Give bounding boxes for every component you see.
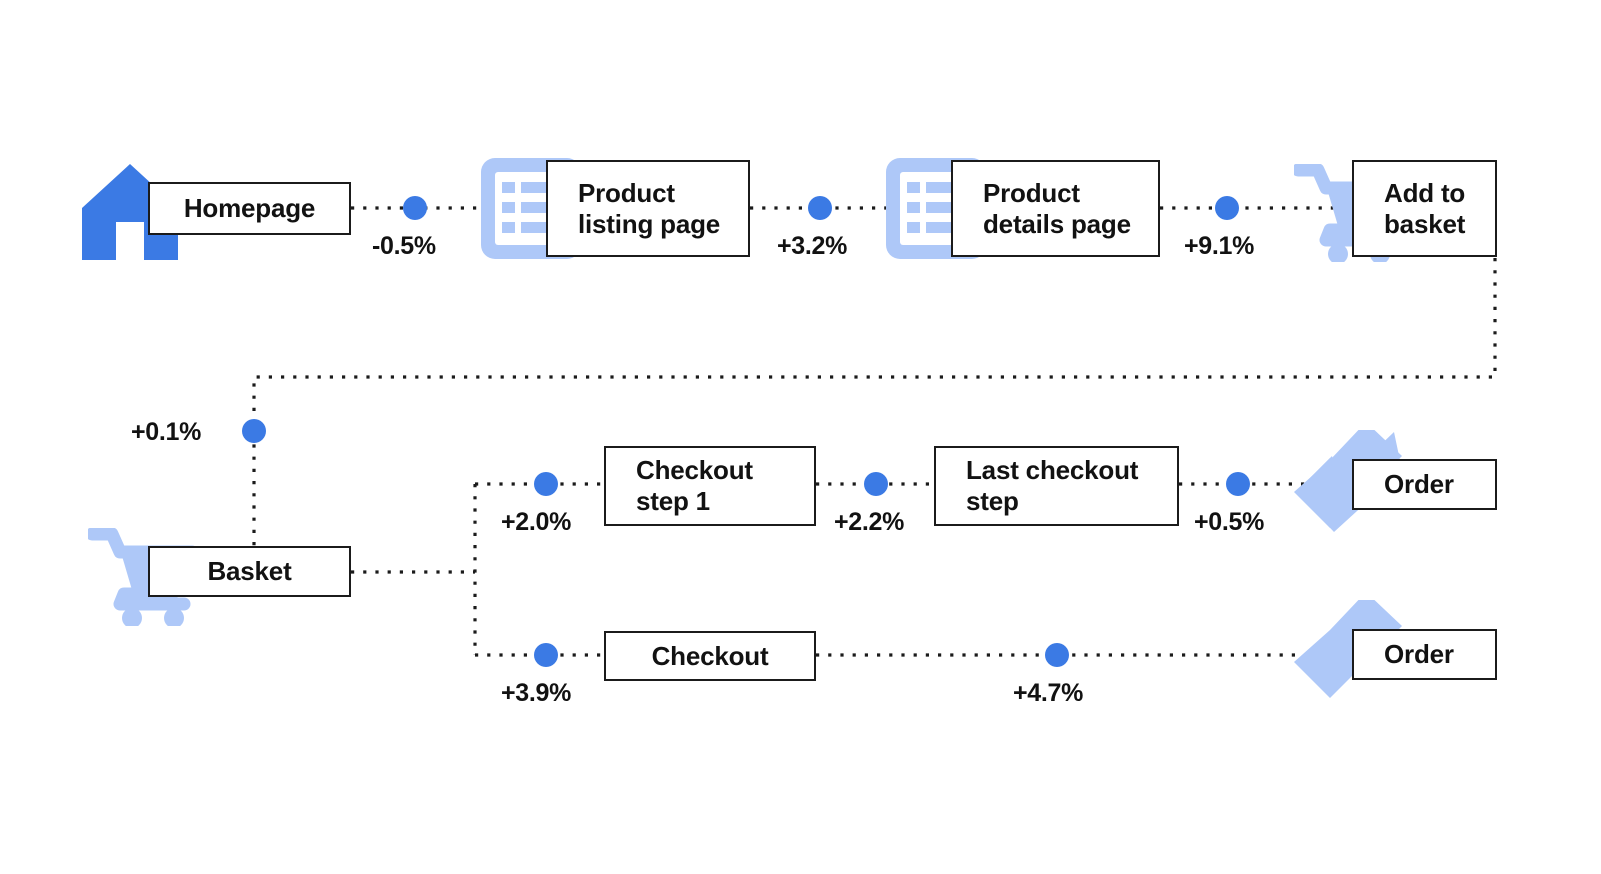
edge-label-homepage-plp: -0.5% (372, 232, 436, 260)
edge-dot-plp-pdp[interactable] (808, 196, 832, 220)
node-homepage[interactable]: Homepage (148, 182, 351, 235)
edge-dot-homepage-plp[interactable] (403, 196, 427, 220)
node-add-to-basket[interactable]: Add to basket (1352, 160, 1497, 257)
edge-label-plp-pdp: +3.2% (777, 232, 848, 260)
node-order-top[interactable]: Order (1352, 459, 1497, 510)
node-last-checkout-step-label: Last checkout step (966, 455, 1139, 516)
node-product-details-page-label: Product details page (983, 177, 1131, 239)
node-basket-label: Basket (207, 556, 292, 587)
edge-label-checkout-orderbottom: +4.7% (1013, 679, 1084, 707)
node-checkout-label: Checkout (651, 640, 769, 671)
edge-label-basket-checkout: +3.9% (501, 679, 572, 707)
node-order-bottom[interactable]: Order (1352, 629, 1497, 680)
check-mark-icon (1290, 592, 1406, 708)
node-order-top-label: Order (1384, 469, 1454, 500)
edge-dot-addtobasket-basket[interactable] (242, 419, 266, 443)
node-product-listing-page-label: Product listing page (578, 177, 721, 239)
node-checkout-step-1-label: Checkout step 1 (636, 455, 753, 516)
node-order-bottom-label: Order (1384, 639, 1454, 670)
edge-label-last-ordertop: +0.5% (1194, 508, 1265, 536)
edge-dot-checkout1-last[interactable] (864, 472, 888, 496)
edge-dot-basket-checkout1[interactable] (534, 472, 558, 496)
edge-dot-last-ordertop[interactable] (1226, 472, 1250, 496)
edge-dot-checkout-orderbottom[interactable] (1045, 643, 1069, 667)
edge-label-basket-checkout1: +2.0% (501, 508, 572, 536)
node-homepage-label: Homepage (183, 193, 316, 224)
node-add-to-basket-label: Add to basket (1384, 177, 1466, 239)
edge-dot-pdp-addtobasket[interactable] (1215, 196, 1239, 220)
edge-label-checkout1-last: +2.2% (834, 508, 905, 536)
edge-label-addtobasket-basket: +0.1% (131, 418, 202, 446)
node-product-listing-page[interactable]: Product listing page (546, 160, 750, 257)
node-checkout-step-1[interactable]: Checkout step 1 (604, 446, 816, 526)
node-last-checkout-step[interactable]: Last checkout step (934, 446, 1179, 526)
edge-dot-basket-checkout[interactable] (534, 643, 558, 667)
node-basket[interactable]: Basket (148, 546, 351, 597)
node-checkout[interactable]: Checkout (604, 631, 816, 681)
edge-label-pdp-addtobasket: +9.1% (1184, 232, 1255, 260)
node-product-details-page[interactable]: Product details page (951, 160, 1160, 257)
